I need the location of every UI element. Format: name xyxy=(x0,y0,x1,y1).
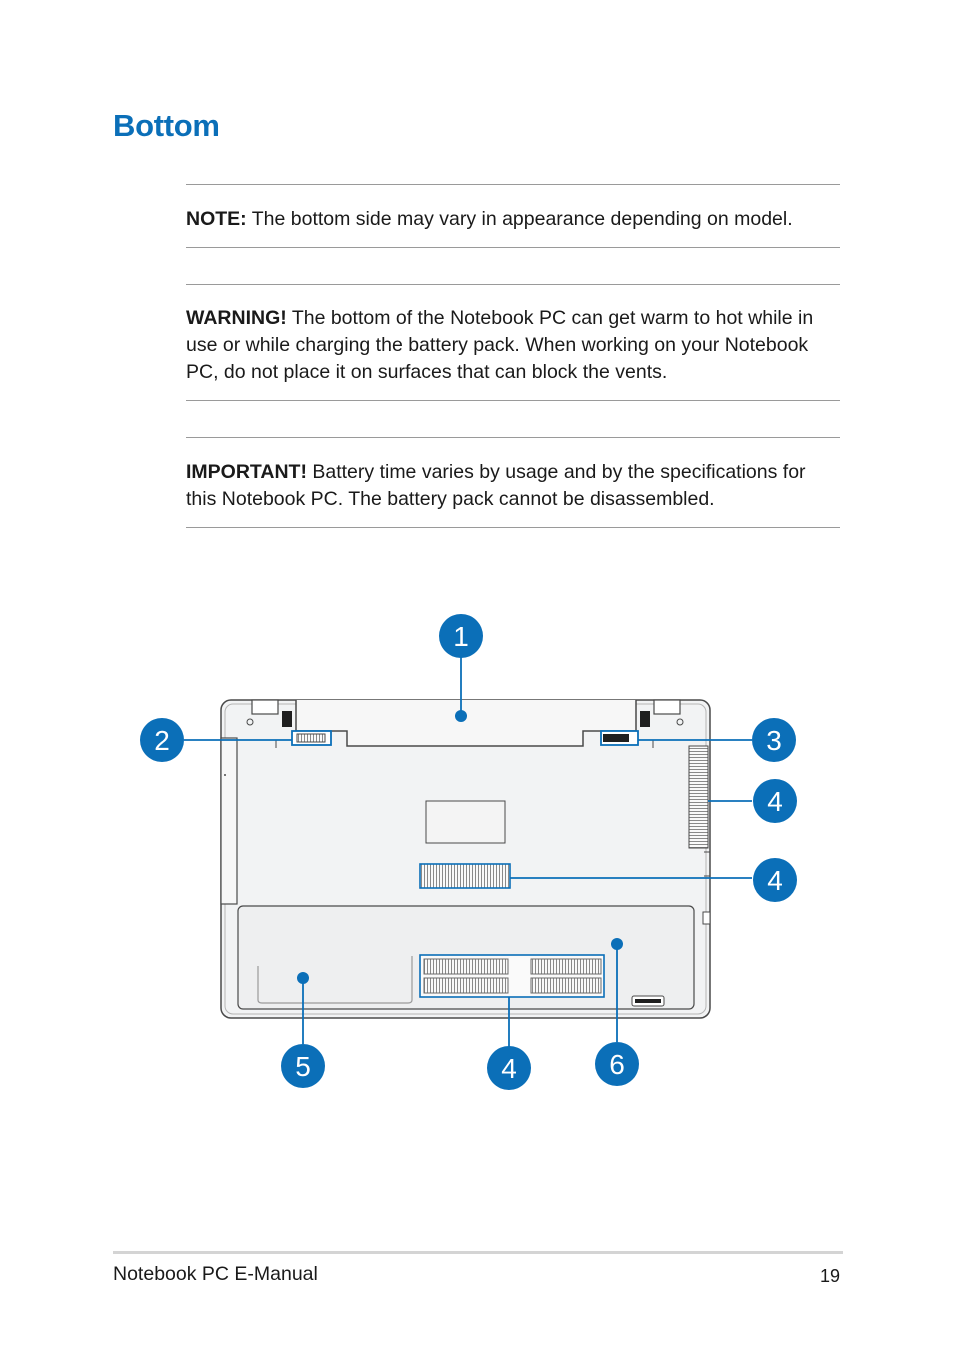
note-lead: NOTE: xyxy=(186,208,247,230)
optical-drive xyxy=(220,737,238,905)
footer-rule xyxy=(113,1251,843,1254)
callout-label: 5 xyxy=(295,1051,311,1082)
callout-label: 4 xyxy=(767,786,783,817)
note-box: NOTE: The bottom side may vary in appear… xyxy=(186,184,840,248)
screw xyxy=(676,718,684,726)
leader-dot xyxy=(611,938,623,950)
callout-4-center-vent: 4 xyxy=(753,858,797,902)
warning-text: The bottom of the Notebook PC can get wa… xyxy=(186,307,814,383)
hinge-left xyxy=(251,699,279,715)
callout-label: 4 xyxy=(501,1053,517,1084)
callout-2: 2 xyxy=(140,718,184,762)
warning-lead: WARNING! xyxy=(186,307,287,329)
callout-label: 4 xyxy=(767,865,783,896)
page-title: Bottom xyxy=(113,108,220,143)
air-vent-center xyxy=(419,863,511,889)
leader-dot xyxy=(297,972,309,984)
callout-label: 6 xyxy=(609,1049,625,1080)
screw xyxy=(246,718,254,726)
label-area xyxy=(425,800,506,844)
callout-5: 5 xyxy=(281,1044,325,1088)
callout-label: 2 xyxy=(154,725,170,756)
air-vent-right xyxy=(688,745,709,849)
footer-page-number: 19 xyxy=(819,1266,840,1286)
footer-manual-title: Notebook PC E-Manual xyxy=(113,1263,318,1285)
callout-4-bottom-vent: 4 xyxy=(487,1046,531,1090)
foot-top-right xyxy=(640,711,650,727)
callout-4-right-vent: 4 xyxy=(753,779,797,823)
callout-label: 1 xyxy=(453,621,469,652)
callout-label: 3 xyxy=(766,725,782,756)
callout-6: 6 xyxy=(595,1042,639,1086)
important-text: Battery time varies by usage and by the … xyxy=(186,461,806,510)
hinge-right xyxy=(653,699,681,715)
callout-3: 3 xyxy=(752,718,796,762)
foot-top-left xyxy=(282,711,292,727)
callout-1: 1 xyxy=(439,614,483,658)
note-text: The bottom side may vary in appearance d… xyxy=(246,208,793,230)
warning-box: WARNING! The bottom of the Notebook PC c… xyxy=(186,284,840,401)
leader-dot xyxy=(455,710,467,722)
leader-lines xyxy=(184,657,752,1047)
important-lead: IMPORTANT! xyxy=(186,461,307,483)
important-box: IMPORTANT! Battery time varies by usage … xyxy=(186,437,840,528)
